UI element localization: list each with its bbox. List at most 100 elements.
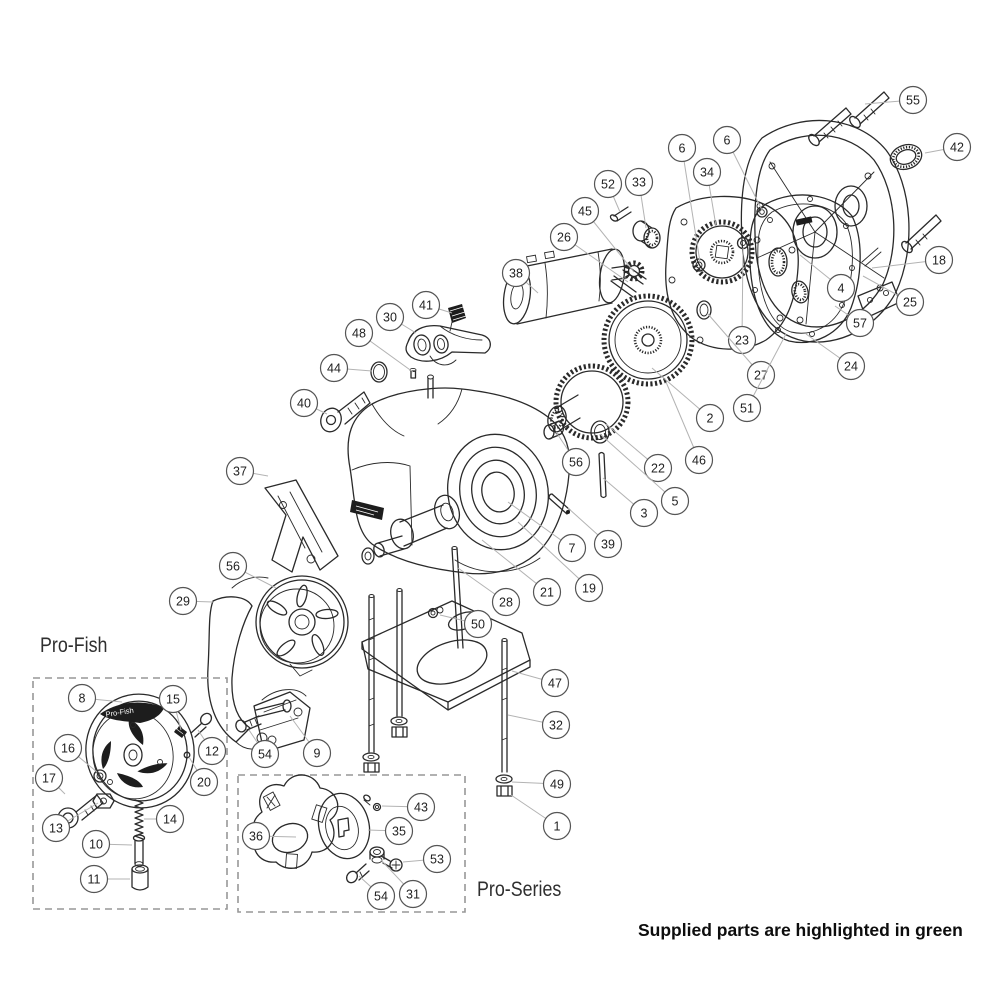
part-balloon-54 xyxy=(250,739,280,769)
part-balloon-22 xyxy=(643,453,673,483)
part-balloon-50 xyxy=(463,609,493,639)
part-balloon-24 xyxy=(836,351,866,381)
part-number: 37 xyxy=(233,465,247,479)
part-number: 12 xyxy=(205,745,219,759)
cover-bolt-drawing xyxy=(861,214,942,267)
supplied-parts-note: Supplied parts are highlighted in green xyxy=(638,920,963,940)
leader-line xyxy=(741,247,744,341)
part-balloon-21 xyxy=(532,577,562,607)
pro-series-label: Pro-Series xyxy=(477,878,562,901)
part-balloon-10 xyxy=(81,829,111,859)
large-gear-drawing xyxy=(601,293,695,387)
pins-and-sleeve-drawing xyxy=(609,206,661,298)
bearing-plate-drawing xyxy=(665,195,809,350)
part-number: 43 xyxy=(414,801,428,815)
part-number: 14 xyxy=(163,813,177,827)
part-number: 55 xyxy=(906,94,920,108)
motor-drawing xyxy=(502,248,645,325)
part-number: 52 xyxy=(601,178,615,192)
leader-line xyxy=(681,147,701,263)
cover-bracket-drawing xyxy=(264,479,339,573)
part-number: 42 xyxy=(950,141,964,155)
part-number: 9 xyxy=(314,747,321,761)
part-number: 10 xyxy=(89,838,103,852)
rear-cover-drawing xyxy=(740,119,910,343)
part-balloon-38 xyxy=(501,258,531,288)
part-balloon-39 xyxy=(593,529,623,559)
part-number: 45 xyxy=(578,205,592,219)
part-number: 27 xyxy=(754,369,768,383)
part-number: 5 xyxy=(672,495,679,509)
part-number: 4 xyxy=(838,282,845,296)
part-number: 16 xyxy=(61,742,75,756)
mounting-plate-drawing xyxy=(361,600,531,711)
part-balloon-53 xyxy=(422,844,452,874)
part-number: 38 xyxy=(509,267,523,281)
part-balloon-52 xyxy=(593,169,623,199)
part-number: 7 xyxy=(569,542,576,556)
part-balloon-15 xyxy=(158,684,188,714)
spool-logo-text: Pro-Fish xyxy=(105,706,134,719)
part-balloon-32 xyxy=(541,710,571,740)
part-number: 19 xyxy=(582,582,596,596)
part-balloon-18 xyxy=(924,245,954,275)
pro-fish-spool-drawing: Pro-Fish xyxy=(85,693,195,809)
part-balloon-16 xyxy=(53,733,83,763)
part-balloon-48 xyxy=(344,318,374,348)
part-number: 2 xyxy=(707,412,714,426)
part-number: 54 xyxy=(374,890,388,904)
part-balloon-54 xyxy=(366,881,396,911)
part-balloon-57 xyxy=(845,308,875,338)
part-balloon-30 xyxy=(375,302,405,332)
part-number: 31 xyxy=(406,888,420,902)
leader-line xyxy=(599,433,676,502)
part-balloon-28 xyxy=(491,587,521,617)
rear-rod-drawing xyxy=(451,546,464,649)
part-balloon-2 xyxy=(695,403,725,433)
part-balloon-56 xyxy=(561,447,591,477)
part-balloon-33 xyxy=(624,167,654,197)
part-balloon-14 xyxy=(155,804,185,834)
part-number: 33 xyxy=(632,176,646,190)
part-balloon-49 xyxy=(542,769,572,799)
clutch-plate-drawing xyxy=(231,575,349,677)
part-number: 39 xyxy=(601,538,615,552)
part-number: 20 xyxy=(197,776,211,790)
part-balloon-29 xyxy=(168,586,198,616)
part-balloon-19 xyxy=(574,573,604,603)
part-number: 56 xyxy=(569,456,583,470)
pro-fish-label: Pro-Fish xyxy=(40,634,108,657)
part-number: 32 xyxy=(549,719,563,733)
part-number: 30 xyxy=(383,311,397,325)
pro-series-knob-drawing xyxy=(252,774,403,884)
part-number: 50 xyxy=(471,618,485,632)
part-number: 48 xyxy=(352,327,366,341)
part-number: 57 xyxy=(853,317,867,331)
part-balloon-11 xyxy=(79,864,109,894)
part-number: 46 xyxy=(692,454,706,468)
part-number: 22 xyxy=(651,462,665,476)
part-number: 53 xyxy=(430,853,444,867)
part-number: 54 xyxy=(258,748,272,762)
highlighted-part-balloon-56 xyxy=(218,551,248,581)
part-number: 6 xyxy=(724,134,731,148)
part-balloon-36 xyxy=(241,821,271,851)
part-balloon-20 xyxy=(189,767,219,797)
part-balloon-1 xyxy=(542,811,572,841)
threaded-rods-drawing xyxy=(362,588,513,797)
part-balloon-46 xyxy=(684,445,714,475)
part-balloon-55 xyxy=(898,85,928,115)
part-number: 6 xyxy=(679,142,686,156)
part-number: 29 xyxy=(176,595,190,609)
part-balloon-6 xyxy=(712,125,742,155)
part-number: 36 xyxy=(249,830,263,844)
part-balloon-35 xyxy=(384,816,414,846)
part-balloon-26 xyxy=(549,222,579,252)
part-number: 15 xyxy=(166,693,180,707)
part-balloon-17 xyxy=(34,763,64,793)
gear-housing-drawing xyxy=(347,374,571,575)
part-number: 41 xyxy=(419,299,433,313)
part-balloon-6 xyxy=(667,133,697,163)
part-balloon-51 xyxy=(732,393,762,423)
